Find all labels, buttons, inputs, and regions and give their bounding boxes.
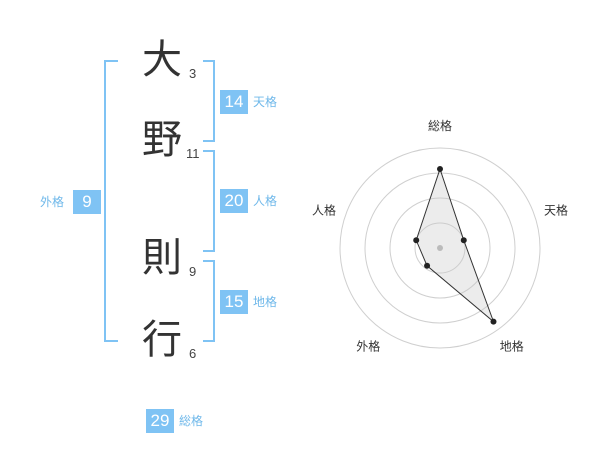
radar-axis-label-5: 人格 [312,202,336,217]
tenkaku-bracket [203,60,215,142]
name-char-3: 則 [142,235,182,281]
radar-point-1 [437,166,443,172]
jinkaku-bracket [203,150,215,252]
jinkaku-value: 20 [220,189,248,213]
radar-axis-label-3: 地格 [500,339,524,354]
radar-point-3 [490,318,497,325]
jinkaku-label: 人格 [253,194,278,208]
stroke-count-1: 3 [189,66,197,81]
tenkaku-value: 14 [220,90,248,114]
name-char-2: 野 [142,117,182,163]
name-char-4: 行 [142,317,182,363]
radar-polygon [415,167,495,324]
radar-ring [339,147,541,349]
radar-point-2 [460,237,467,244]
gaikaku-label: 外格 [40,195,65,209]
soukaku-value: 29 [146,409,174,433]
tenkaku-label: 天格 [253,95,278,109]
radar-ring [389,197,491,299]
stroke-count-2: 11 [186,146,200,161]
stroke-count-4: 6 [189,346,197,361]
chikaku-label: 地格 [253,295,278,309]
gaikaku-bracket [104,60,118,342]
name-char-1: 大 [142,37,182,83]
radar-ring [364,172,516,324]
stroke-count-3: 9 [189,264,197,279]
chikaku-value: 15 [220,290,248,314]
radar-axis-label-4: 外格 [356,339,380,354]
radar-point-4 [424,262,431,269]
radar-center [437,245,443,251]
radar-axis-label-1: 総格 [428,118,452,133]
gaikaku-value: 9 [73,190,101,214]
radar-point-5 [413,237,420,244]
chikaku-bracket [203,260,215,342]
radar-axis-label-2: 天格 [544,202,568,217]
soukaku-label: 総格 [179,414,204,428]
radar-ring [414,222,466,274]
